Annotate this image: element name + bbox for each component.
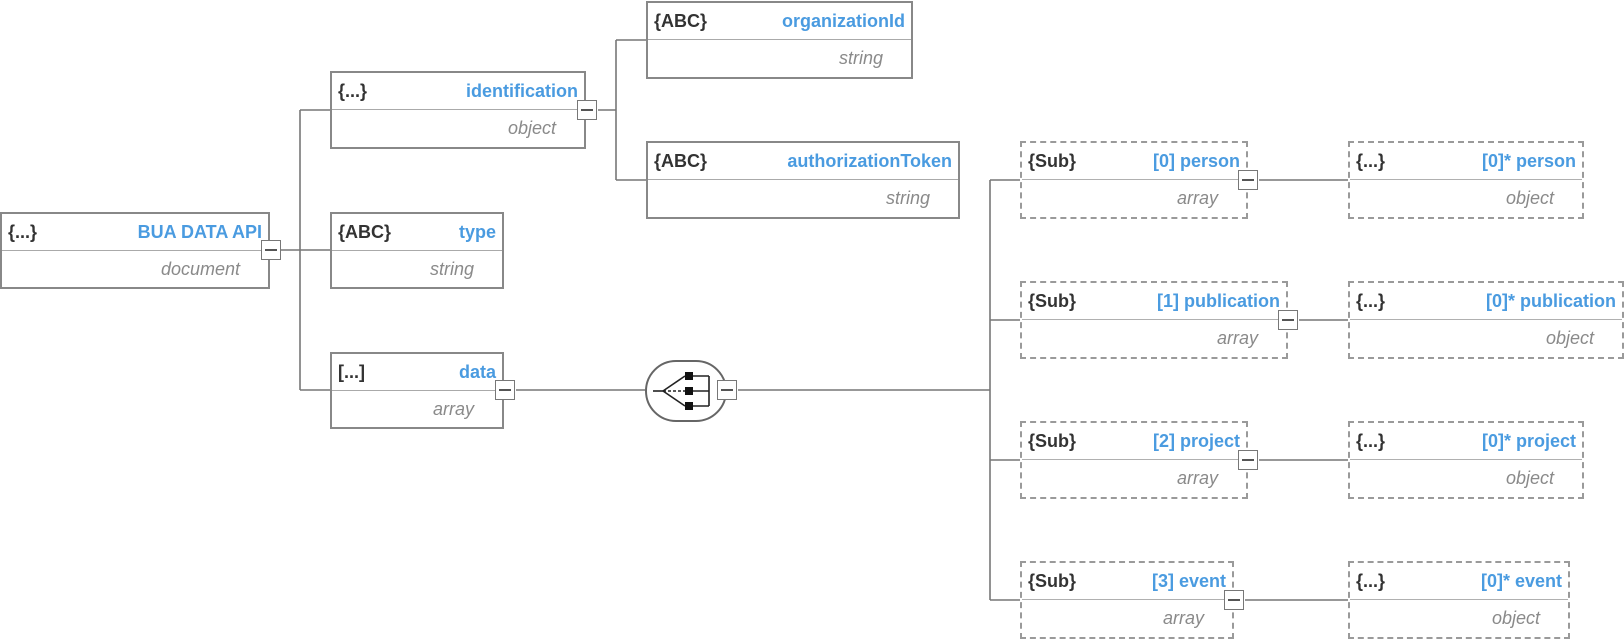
- collapse-toggle-icon[interactable]: [1238, 450, 1258, 470]
- node-organizationId[interactable]: {ABC} organizationId string: [646, 1, 913, 79]
- node-header: {ABC} type: [332, 214, 502, 251]
- node-header: {...} [0]* publication: [1350, 283, 1622, 320]
- node-name-label: [0]* project: [1481, 431, 1576, 451]
- node-name-label: [2] project: [1152, 431, 1240, 451]
- node-type-label: string: [838, 48, 883, 68]
- node-type-label: array: [1176, 188, 1218, 208]
- collapse-toggle-icon[interactable]: [1224, 590, 1244, 610]
- node-type-label: object: [1491, 608, 1540, 628]
- node-name-label: [1] publication: [1157, 291, 1280, 311]
- choice-compositor-icon[interactable]: [645, 360, 727, 422]
- node-identification[interactable]: {...} identification object: [330, 71, 586, 149]
- node-authorizationToken[interactable]: {ABC} authorizationToken string: [646, 141, 960, 219]
- node-name-label: type: [458, 222, 496, 242]
- node-name-label: [3] event: [1151, 571, 1226, 591]
- collapse-toggle-icon[interactable]: [577, 100, 597, 120]
- node-name-label: authorizationToken: [787, 151, 952, 171]
- node-header: {Sub} [2] project: [1022, 423, 1246, 460]
- node-header: {...} BUA DATA API: [2, 214, 268, 251]
- node-header: {ABC} organizationId: [648, 3, 911, 40]
- node-kind-label: [...]: [338, 362, 365, 382]
- node-name-label: organizationId: [782, 11, 905, 31]
- node-kind-label: {...}: [8, 222, 38, 242]
- node-kind-label: {Sub}: [1028, 571, 1077, 591]
- node-sub-project[interactable]: {Sub} [2] project array: [1020, 421, 1248, 499]
- node-type-label: document: [160, 259, 240, 279]
- node-sub-publication[interactable]: {Sub} [1] publication array: [1020, 281, 1288, 359]
- node-sub-person[interactable]: {Sub} [0] person array: [1020, 141, 1248, 219]
- node-kind-label: {...}: [1356, 291, 1386, 311]
- node-kind-label: {...}: [1356, 571, 1386, 591]
- node-type-label: object: [507, 118, 556, 138]
- collapse-toggle-icon[interactable]: [1278, 310, 1298, 330]
- node-header: {...} identification: [332, 73, 584, 110]
- node-kind-label: {...}: [1356, 431, 1386, 451]
- node-type-label: string: [885, 188, 930, 208]
- node-name-label: [0]* publication: [1486, 291, 1616, 311]
- node-item-event[interactable]: {...} [0]* event object: [1348, 561, 1570, 639]
- node-kind-label: {ABC}: [654, 151, 708, 171]
- node-type-label: array: [1176, 468, 1218, 488]
- node-name-label: identification: [466, 81, 578, 101]
- node-type-label: array: [1162, 608, 1204, 628]
- node-kind-label: {...}: [1356, 151, 1386, 171]
- node-kind-label: {...}: [338, 81, 368, 101]
- node-item-person[interactable]: {...} [0]* person object: [1348, 141, 1584, 219]
- node-sub-event[interactable]: {Sub} [3] event array: [1020, 561, 1234, 639]
- node-name-label: [0]* event: [1480, 571, 1562, 591]
- collapse-toggle-icon[interactable]: [495, 380, 515, 400]
- node-type-label: array: [432, 399, 474, 419]
- node-header: {...} [0]* person: [1350, 143, 1582, 180]
- node-name-label: [0]* person: [1481, 151, 1576, 171]
- node-type-label: object: [1505, 188, 1554, 208]
- node-item-project[interactable]: {...} [0]* project object: [1348, 421, 1584, 499]
- node-header: {...} [0]* project: [1350, 423, 1582, 460]
- node-header: {Sub} [3] event: [1022, 563, 1232, 600]
- node-data[interactable]: [...] data array: [330, 352, 504, 429]
- node-kind-label: {ABC}: [338, 222, 392, 242]
- node-type-label: object: [1545, 328, 1594, 348]
- choice-branch-icon: [653, 372, 710, 410]
- node-header: {Sub} [0] person: [1022, 143, 1246, 180]
- node-root[interactable]: {...} BUA DATA API document: [0, 212, 270, 289]
- node-item-publication[interactable]: {...} [0]* publication object: [1348, 281, 1624, 359]
- node-name-label: BUA DATA API: [137, 222, 262, 242]
- collapse-toggle-icon[interactable]: [261, 240, 281, 260]
- node-kind-label: {ABC}: [654, 11, 708, 31]
- node-type-label: object: [1505, 468, 1554, 488]
- node-type-label: array: [1216, 328, 1258, 348]
- node-header: {ABC} authorizationToken: [648, 143, 958, 180]
- node-kind-label: {Sub}: [1028, 291, 1077, 311]
- node-type-label: string: [429, 259, 474, 279]
- node-type[interactable]: {ABC} type string: [330, 212, 504, 289]
- node-header: [...] data: [332, 354, 502, 391]
- collapse-toggle-icon[interactable]: [717, 380, 737, 400]
- node-kind-label: {Sub}: [1028, 431, 1077, 451]
- node-name-label: [0] person: [1152, 151, 1240, 171]
- node-kind-label: {Sub}: [1028, 151, 1077, 171]
- node-header: {...} [0]* event: [1350, 563, 1568, 600]
- node-name-label: data: [458, 362, 496, 382]
- collapse-toggle-icon[interactable]: [1238, 170, 1258, 190]
- node-header: {Sub} [1] publication: [1022, 283, 1286, 320]
